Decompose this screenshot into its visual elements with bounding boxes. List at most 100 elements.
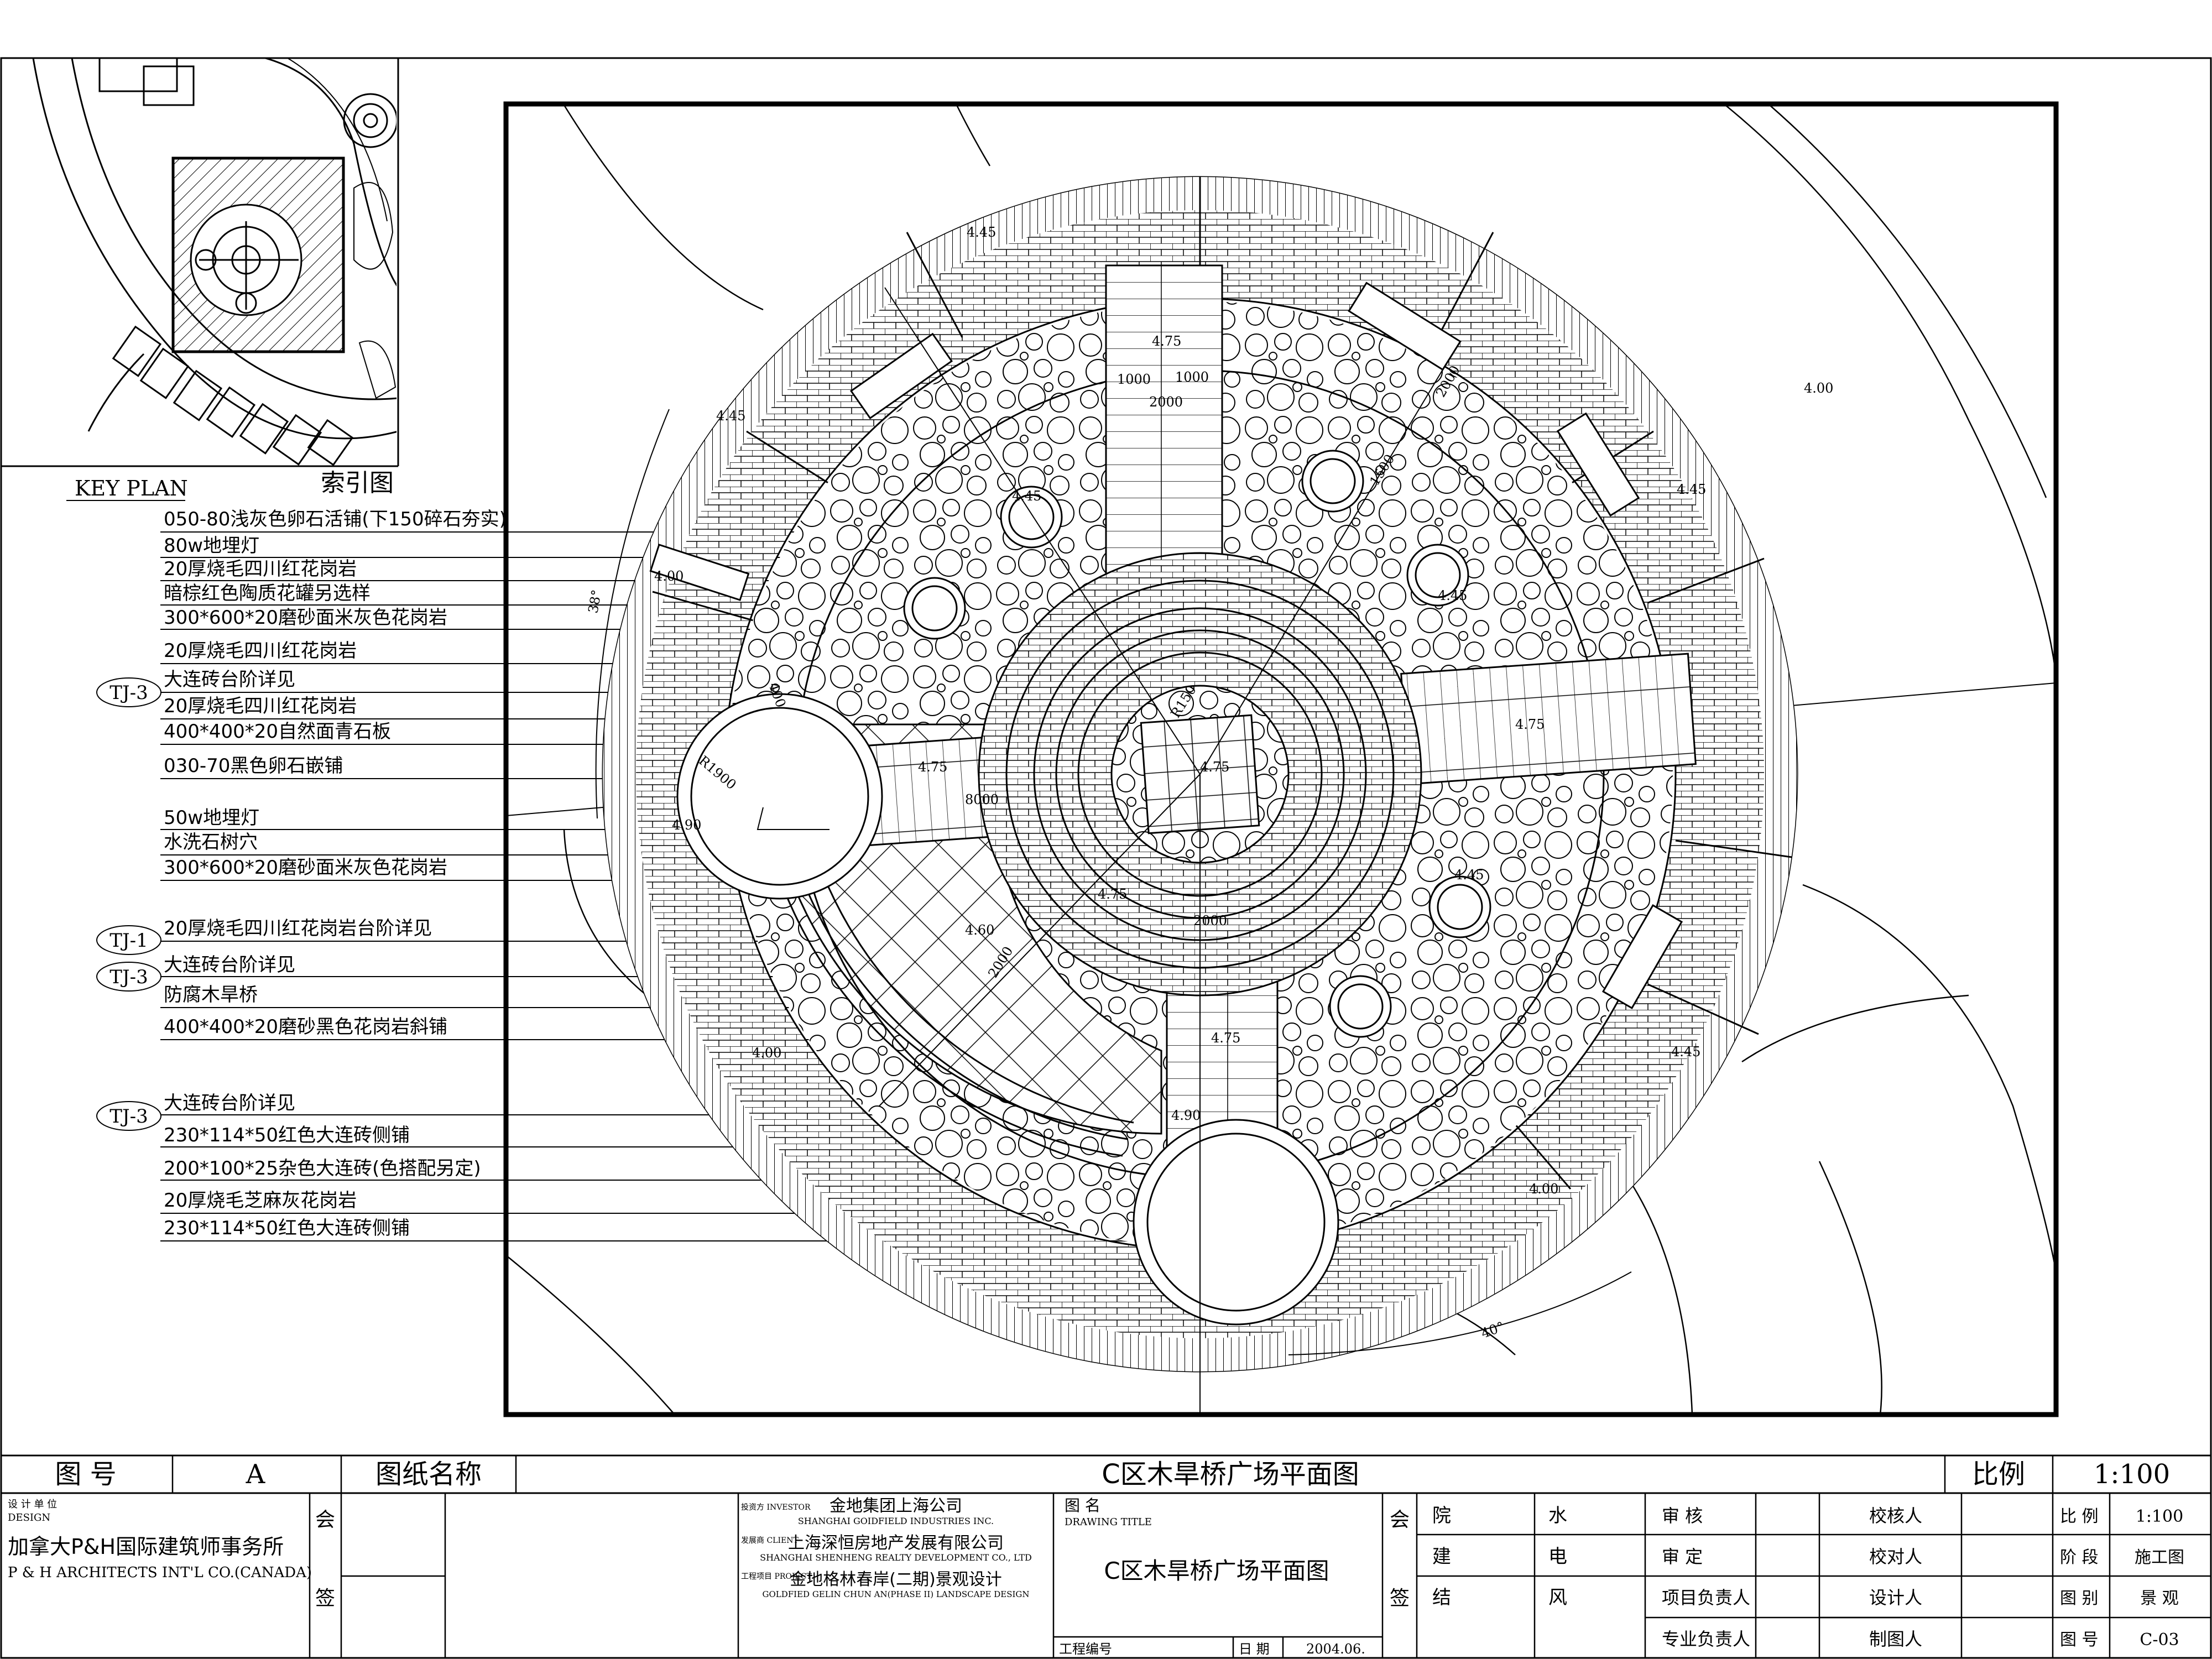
drawing-name: C区木旱桥广场平面图 (1102, 1459, 1359, 1490)
tag-tj1 (96, 925, 161, 955)
elev-label: 4.00 (654, 568, 684, 584)
key-plan (32, 58, 397, 466)
elev-label: 4.45 (1677, 482, 1706, 497)
meta-label: 比 例 (2060, 1507, 2099, 1526)
tag-tj3-c (96, 1101, 161, 1131)
meta-label: 图 号 (2060, 1630, 2099, 1650)
elev-label: 4.00 (1529, 1181, 1558, 1197)
elev-label: 4.45 (1012, 488, 1041, 504)
bridge-east (1400, 653, 1697, 785)
dim-label: 38° (585, 588, 604, 614)
elev-label: 4.45 (1454, 867, 1484, 883)
key-plan-label-cn: 索引图 (321, 469, 394, 497)
tag-tj3-a-label: TJ-3 (109, 682, 148, 704)
elev-label: 4.90 (672, 817, 701, 833)
client-label: 发展商 CLIENT (741, 1536, 799, 1545)
drawing-no-label: 图 号 (55, 1459, 116, 1490)
date-label: 日 期 (1239, 1641, 1270, 1657)
note-11: 50w地埋灯 (164, 807, 259, 829)
elev-label: 4.45 (716, 408, 745, 424)
client-en: SHANGHAI SHENHENG REALTY DEVELOPMENT CO.… (760, 1552, 1032, 1563)
sheet-border (0, 57, 2212, 1659)
role-c: 专业负责人 (1662, 1629, 1750, 1650)
plan-frame (503, 101, 2059, 1417)
tag-tj3-c-label: TJ-3 (109, 1105, 148, 1128)
project-en: GOLDFIED GELIN CHUN AN(PHASE II) LANDSCA… (762, 1589, 1029, 1599)
elev-label: 4.45 (1671, 1044, 1700, 1060)
project-no-label: 工程编号 (1059, 1641, 1112, 1657)
elev-label: 4.60 (965, 922, 994, 938)
designer-cn: 加拿大P&H国际建筑师事务所 (8, 1535, 284, 1559)
elev-label: 4.75 (1098, 886, 1127, 902)
key-plan-label: KEY PLAN (75, 476, 188, 500)
dim-label: 2000 (1149, 394, 1183, 410)
role-c: 审 定 (1662, 1546, 1703, 1567)
callout-notes: 050-80浅灰色卵石活铺(下150碎石夯实) 80w地埋灯 20厚烧毛四川红花… (164, 508, 507, 1239)
note-20: 200*100*25杂色大连砖(色搭配另定) (164, 1157, 481, 1180)
note-1: 050-80浅灰色卵石活铺(下150碎石夯实) (164, 508, 507, 530)
role-b: 电 (1548, 1546, 1567, 1568)
investor-cn: 金地集团上海公司 (830, 1496, 962, 1516)
role-b: 水 (1548, 1505, 1567, 1527)
dim-label: 1000 (1117, 372, 1151, 387)
note-8: 20厚烧毛四川红花岗岩 (164, 695, 357, 717)
role-a: 院 (1432, 1505, 1451, 1527)
date-value: 2004.06. (1306, 1641, 1365, 1657)
role-a: 结 (1432, 1587, 1451, 1609)
meta-label: 图 别 (2060, 1589, 2099, 1608)
elev-label: 4.75 (1200, 759, 1229, 775)
elev-label: 4.90 (1171, 1108, 1201, 1123)
note-14: 20厚烧毛四川红花岗岩台阶详见 (164, 917, 432, 940)
note-16: 防腐木旱桥 (164, 984, 258, 1006)
detail-tags: TJ-3 TJ-1 TJ-3 TJ-3 (96, 677, 161, 1131)
project-label: 工程项目 PROJECT (741, 1572, 812, 1581)
note-5: 300*600*20磨砂面米灰色花岗岩 (164, 607, 447, 629)
role-d: 制图人 (1869, 1629, 1922, 1650)
investor-en: SHANGHAI GOIDFIELD INDUSTRIES INC. (798, 1516, 994, 1526)
design-label: 设 计 单 位 (8, 1499, 57, 1510)
scale-label: 比例 (1972, 1459, 2025, 1490)
dim-label: 40° (1479, 1319, 1506, 1342)
role-d: 校核人 (1869, 1505, 1922, 1526)
role-c: 项目负责人 (1662, 1587, 1750, 1608)
note-6: 20厚烧毛四川红花岗岩 (164, 640, 357, 662)
title-label: 图 名 (1065, 1496, 1100, 1515)
role-b: 风 (1548, 1587, 1567, 1609)
client-cn: 上海深恒房地产发展有限公司 (788, 1533, 1004, 1553)
meta-value: C-03 (2140, 1630, 2179, 1650)
note-10: 030-70黑色卵石嵌铺 (164, 755, 343, 777)
note-19: 230*114*50红色大连砖侧铺 (164, 1124, 410, 1146)
tag-tj1-label: TJ-1 (109, 930, 148, 952)
title-label-en: DRAWING TITLE (1065, 1516, 1152, 1528)
role-d: 校对人 (1869, 1546, 1922, 1567)
hui-label: 会 (315, 1509, 335, 1531)
elev-label: 4.45 (1438, 588, 1467, 603)
meta-value: 施工图 (2135, 1548, 2184, 1567)
elev-label: 4.75 (1152, 333, 1181, 349)
platform-west (676, 693, 883, 900)
elev-label: 4.45 (967, 225, 996, 240)
meta-value: 景 观 (2140, 1589, 2179, 1608)
note-15: 大连砖台阶详见 (164, 954, 295, 976)
note-2: 80w地埋灯 (164, 535, 259, 557)
note-4: 暗棕红色陶质花罐另选样 (164, 582, 371, 604)
note-18: 大连砖台阶详见 (164, 1092, 295, 1114)
tag-tj3-b (96, 962, 161, 992)
bridge-north (1105, 264, 1223, 576)
tree-pits (903, 450, 1491, 1038)
tag-tj3-b-label: TJ-3 (109, 966, 148, 988)
drawing-no-value: A (246, 1459, 266, 1490)
meta-value: 1:100 (2136, 1507, 2183, 1526)
note-9: 400*400*20自然面青石板 (164, 721, 391, 743)
elev-label: 4.75 (918, 759, 947, 775)
elev-label: 4.75 (1515, 717, 1545, 732)
note-13: 300*600*20磨砂面米灰色花岗岩 (164, 857, 447, 879)
dim-label: 8000 (965, 792, 999, 807)
tag-tj3-a (96, 677, 161, 707)
qian-label-2: 签 (1390, 1587, 1410, 1610)
role-c: 审 核 (1662, 1505, 1703, 1526)
note-7: 大连砖台阶详见 (164, 669, 295, 691)
scale-value: 1:100 (2094, 1459, 2170, 1490)
dim-label: 2000 (1193, 913, 1227, 928)
